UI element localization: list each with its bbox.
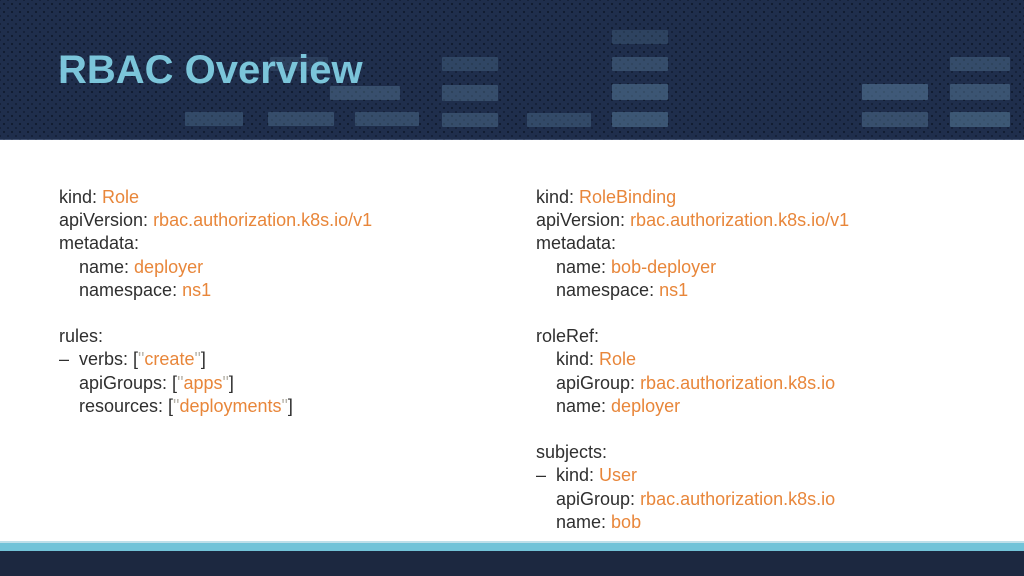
code-line (536, 302, 849, 325)
header-texture-block (270, 57, 328, 71)
code-line: name: bob-deployer (536, 256, 717, 277)
header-texture-block (612, 57, 668, 71)
code-line: apiGroup: rbac.authorization.k8s.io (536, 488, 836, 509)
header-texture-block (950, 112, 1010, 127)
header-texture-block (355, 112, 419, 126)
header-texture-block (442, 85, 498, 101)
code-line: subjects: (536, 442, 608, 463)
header-texture-block (442, 113, 498, 127)
code-line: namespace: ns1 (59, 279, 212, 300)
code-line: apiGroups: ["apps"] (59, 372, 234, 393)
code-line: roleRef: (536, 326, 600, 347)
header-texture-block (862, 112, 928, 127)
role-yaml-block: kind: Role apiVersion: rbac.authorization… (59, 186, 372, 418)
code-line: resources: ["deployments"] (59, 395, 293, 416)
code-line: kind: Role (536, 349, 637, 370)
header-texture-block (612, 84, 668, 100)
header-texture-block (950, 57, 1010, 71)
code-line: kind: Role (59, 187, 140, 207)
code-line: apiVersion: rbac.authorization.k8s.io/v1 (59, 210, 373, 231)
footer-accent-line (0, 541, 1024, 543)
code-line: name: deployer (59, 256, 204, 277)
header-texture-block (950, 84, 1010, 100)
header-texture-block (862, 84, 928, 100)
header-texture-block (268, 112, 334, 126)
header-texture-block (527, 113, 591, 127)
code-line (536, 418, 849, 441)
header-texture-block (612, 30, 668, 44)
code-line: namespace: ns1 (536, 279, 689, 300)
footer-navy-bar (0, 551, 1024, 576)
code-line: metadata: (536, 233, 617, 254)
code-line: name: deployer (536, 395, 681, 416)
header-texture-block (442, 57, 498, 71)
code-line: apiVersion: rbac.authorization.k8s.io/v1 (536, 210, 850, 231)
header-texture-block (330, 86, 400, 100)
code-line: metadata: (59, 233, 140, 254)
slide-header: RBAC Overview (0, 0, 1024, 140)
header-texture-block (185, 112, 243, 126)
header-texture-block (612, 112, 668, 127)
code-line: rules: (59, 326, 104, 347)
code-line: – kind: User (536, 465, 638, 486)
rolebinding-yaml-block: kind: RoleBinding apiVersion: rbac.author… (536, 186, 849, 534)
footer-teal-bar (0, 543, 1024, 551)
code-line (59, 302, 372, 325)
code-line: kind: RoleBinding (536, 187, 677, 207)
code-line: apiGroup: rbac.authorization.k8s.io (536, 372, 836, 393)
code-line: – verbs: ["create"] (59, 349, 206, 370)
code-line: name: bob (536, 511, 642, 532)
page-title: RBAC Overview (58, 48, 363, 92)
